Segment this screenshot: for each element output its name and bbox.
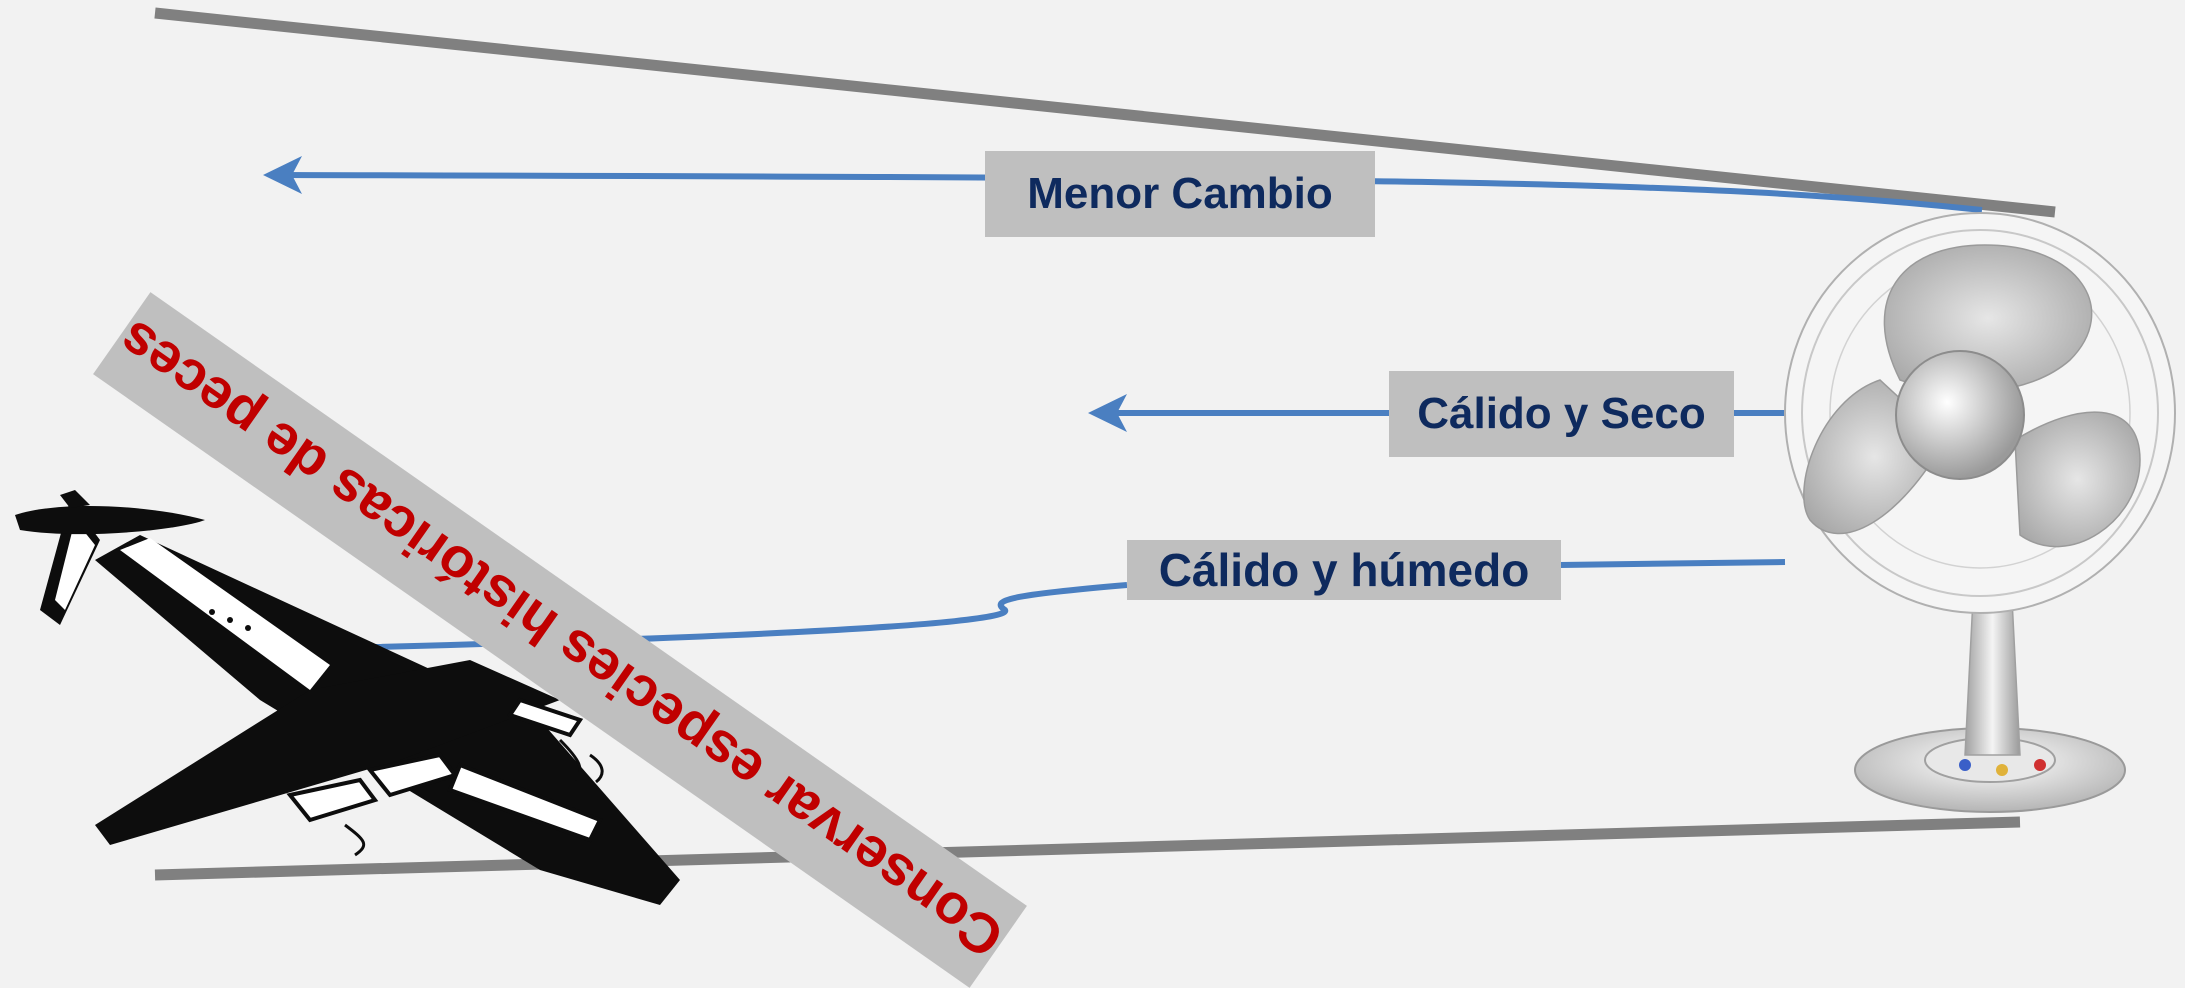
arrow-left-icon [263,156,302,194]
airplane-icon [15,490,680,905]
arrow-left-icon [1088,394,1127,432]
label-menor-cambio: Menor Cambio [985,151,1375,237]
fan-icon [1784,212,2176,813]
label-calido-seco: Cálido y Seco [1389,371,1734,457]
top-boundary-line [154,7,2056,218]
bottom-boundary-line [154,816,2021,881]
diagram-canvas: Menor Cambio Cálido y Seco Cálido y húme… [15,7,2176,988]
diagram-graphics [15,7,2176,905]
arrow-menor-cambio [263,156,1983,213]
label-calido-humedo: Cálido y húmedo [1127,540,1561,600]
